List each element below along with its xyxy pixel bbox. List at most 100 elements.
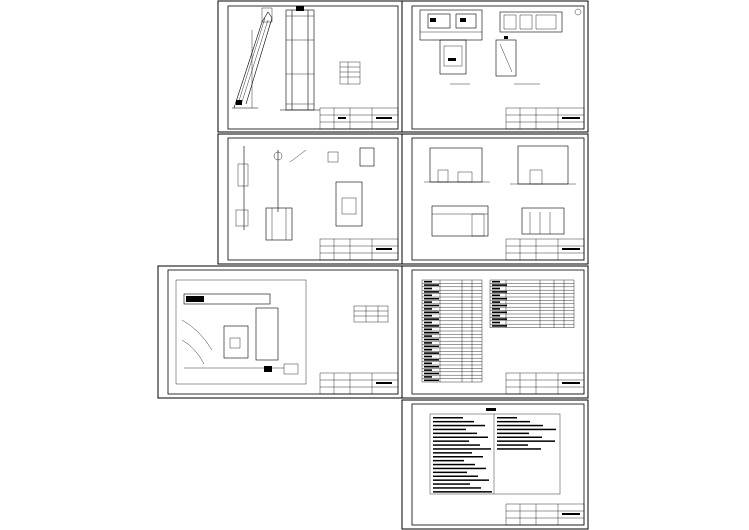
sheet-1-inclined-screen-drawing	[232, 7, 273, 109]
note-line-left	[433, 440, 469, 442]
sheet-2-inner-frame	[411, 5, 585, 130]
table-cell-mark	[424, 314, 432, 317]
table-cell-mark	[492, 314, 500, 317]
note-line-left	[433, 424, 485, 427]
sheet-5-legend-table	[353, 305, 389, 323]
table-cell-mark	[424, 284, 439, 286]
sheet-1[interactable]	[217, 0, 403, 133]
table-cell-mark	[492, 287, 500, 290]
sheet-5-border	[157, 265, 403, 399]
sheet-2-border	[401, 0, 589, 133]
note-line-left	[433, 448, 491, 450]
note-line-left	[433, 459, 464, 462]
table-cell-mark	[424, 359, 439, 361]
sheet-7[interactable]	[401, 399, 589, 530]
table-cell-mark	[492, 280, 500, 283]
table-cell-mark	[424, 304, 439, 307]
table-cell-mark	[424, 321, 432, 324]
table-cell-mark	[424, 335, 432, 337]
note-line-right	[497, 448, 541, 450]
sheet-2-plan-drawing	[419, 9, 483, 85]
sheet-3-title-block	[319, 238, 399, 261]
table-cell-mark	[424, 331, 439, 334]
sheet-5-site-plan-drawing	[175, 279, 307, 385]
table-cell-mark	[492, 304, 507, 307]
sheet-1-channel-section-drawing	[280, 6, 320, 111]
sheet-2[interactable]	[401, 0, 589, 133]
sheet-4-border	[401, 133, 589, 265]
note-line-right	[497, 436, 542, 438]
sheet-5-inner-frame	[167, 269, 399, 395]
table-cell-mark	[424, 365, 439, 368]
sheet-3-detail-drawings	[235, 146, 375, 241]
table-cell-mark	[492, 325, 507, 327]
table-cell-mark	[424, 352, 439, 354]
table-cell-mark	[424, 308, 432, 310]
sheet-2-title-block	[505, 107, 585, 130]
table-cell-mark	[492, 301, 500, 303]
table-cell-mark	[424, 294, 432, 297]
sheet-3[interactable]	[217, 133, 403, 265]
sheet-6-border	[401, 265, 589, 399]
table-cell-mark	[424, 348, 432, 351]
table-cell-mark	[492, 297, 507, 300]
sheet-3-border	[217, 133, 403, 265]
table-cell-mark	[424, 345, 439, 348]
sheet-4-title-block	[505, 238, 585, 261]
sheet-3-inner-frame	[227, 137, 399, 261]
note-line-right	[497, 432, 529, 435]
sheet-2-section-drawing	[495, 8, 582, 85]
table-cell-mark	[424, 362, 432, 365]
table-cell-mark	[492, 294, 500, 297]
note-line-left	[433, 467, 486, 470]
note-line-right	[497, 417, 517, 419]
sheet-1-parts-table	[339, 61, 361, 85]
table-cell-mark	[424, 301, 432, 303]
sheet-6-table-right	[489, 279, 575, 328]
note-line-left	[433, 475, 478, 477]
table-cell-mark	[424, 379, 439, 382]
note-line-left	[433, 487, 481, 489]
note-line-left	[433, 452, 472, 454]
table-cell-mark	[424, 342, 432, 344]
sheet-7-notes-block	[429, 413, 561, 495]
note-line-left	[433, 479, 489, 481]
note-line-right	[497, 420, 530, 423]
table-cell-mark	[492, 318, 507, 320]
sheet-4[interactable]	[401, 133, 589, 265]
sheet-1-inner-frame	[227, 5, 399, 130]
table-cell-mark	[424, 355, 432, 358]
table-cell-mark	[424, 376, 432, 378]
notes-frame	[429, 413, 561, 495]
note-line-left	[433, 456, 483, 458]
note-line-right	[497, 424, 543, 427]
table-cell-mark	[424, 328, 432, 331]
sheet-5[interactable]	[157, 265, 403, 399]
table-cell-mark	[424, 287, 432, 290]
table-cell-mark	[424, 297, 439, 300]
note-line-left	[433, 436, 488, 438]
note-line-right	[497, 428, 556, 431]
note-line-left	[433, 471, 467, 474]
table-cell-mark	[424, 372, 439, 375]
sheet-7-heading-mark	[486, 408, 496, 411]
note-line-right	[497, 440, 555, 442]
sheet-6-inner-frame	[411, 269, 585, 395]
table-cell-mark	[492, 291, 507, 293]
table-cell-mark	[492, 308, 500, 310]
note-line-right	[497, 444, 528, 446]
table-cell-mark	[424, 280, 432, 283]
table-cell-mark	[424, 338, 439, 341]
note-line-left	[433, 463, 475, 466]
note-line-left	[433, 428, 466, 431]
table-cell-mark	[492, 311, 507, 314]
note-line-left	[433, 491, 492, 493]
note-line-left	[433, 420, 474, 423]
table-cell-mark	[492, 321, 500, 324]
sheet-7-inner-frame	[411, 403, 585, 526]
sheet-7-title-block	[505, 503, 585, 526]
sheet-6-table-left	[421, 279, 483, 383]
sheet-6[interactable]	[401, 265, 589, 399]
table-cell-mark	[424, 318, 439, 320]
sheet-1-title-block	[319, 107, 399, 130]
